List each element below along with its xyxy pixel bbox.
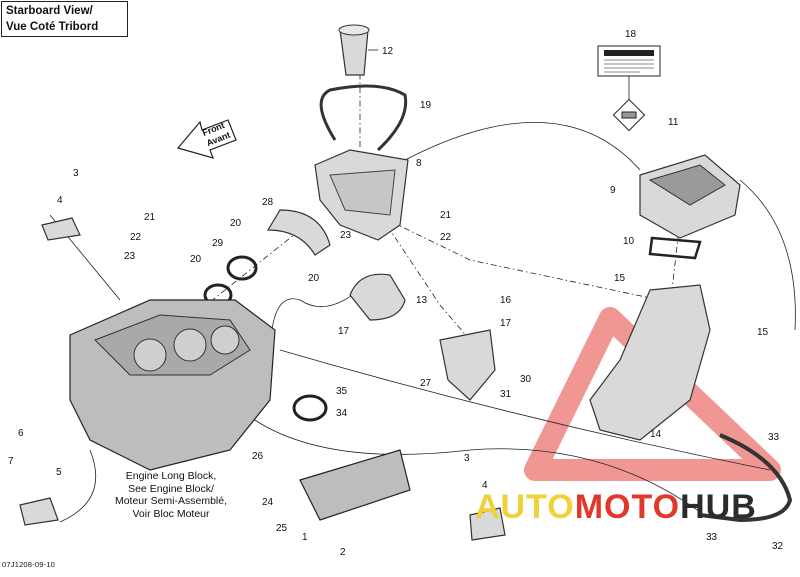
clamp-part-29 — [226, 255, 258, 281]
callout-17: 17 — [500, 318, 512, 329]
callout-labels: 12 19 18 11 8 9 3 4 21 22 23 20 28 29 20… — [8, 29, 784, 558]
center-line — [379, 214, 471, 341]
callout-24: 24 — [262, 497, 274, 508]
callout-8: 8 — [416, 158, 422, 169]
watermark-part2: MOTO — [574, 488, 681, 526]
callout-3: 3 — [73, 168, 79, 179]
callout-2: 2 — [340, 547, 346, 558]
callout-13: 13 — [416, 295, 428, 306]
callout-15b: 15 — [757, 327, 769, 338]
leader-line — [59, 449, 97, 523]
leader-line — [404, 121, 641, 171]
callout-28: 28 — [262, 197, 274, 208]
callout-6: 6 — [18, 428, 24, 439]
callout-3b: 3 — [464, 453, 470, 464]
callout-29: 29 — [212, 238, 224, 249]
front-arrow: Front Avant — [176, 119, 237, 159]
callout-23: 23 — [124, 251, 136, 262]
gasket-part-10 — [648, 236, 702, 260]
center-line — [199, 229, 301, 311]
engine-caption-line2: See Engine Block/ — [128, 482, 214, 495]
callout-33: 33 — [768, 432, 780, 443]
callout-35: 35 — [336, 386, 348, 397]
callout-23b: 23 — [340, 230, 352, 241]
engine-mount-right — [469, 507, 506, 541]
engine-mount-lower — [19, 497, 59, 526]
callout-34: 34 — [336, 408, 348, 419]
callout-7: 7 — [8, 456, 14, 467]
callout-5: 5 — [56, 467, 62, 478]
clamp-part-34 — [292, 394, 328, 422]
callout-21: 21 — [144, 212, 156, 223]
view-label-line2: Vue Coté Tribord — [6, 21, 99, 33]
callout-18: 18 — [625, 29, 637, 40]
callout-22b: 22 — [440, 232, 452, 243]
manifold-part-1 — [299, 449, 411, 521]
warning-label-part-18 — [597, 45, 661, 132]
engine-block — [69, 299, 276, 471]
leader-line — [269, 279, 371, 361]
callout-21b: 21 — [440, 210, 452, 221]
view-label: Starboard View/ Vue Coté Tribord — [1, 1, 128, 37]
callout-31: 31 — [500, 389, 512, 400]
callout-15: 15 — [614, 273, 626, 284]
engine-caption-line1: Engine Long Block, — [125, 470, 217, 482]
callout-33b: 33 — [706, 532, 718, 543]
callout-1: 1 — [302, 532, 308, 543]
engine-mount-left — [41, 217, 81, 241]
view-label-line1: Starboard View/ — [6, 5, 93, 17]
leader-line — [279, 349, 771, 471]
watermark-part3: HUB — [680, 488, 757, 526]
center-line — [671, 219, 681, 291]
callout-20b: 20 — [190, 254, 202, 265]
elbow-part-28 — [266, 209, 331, 256]
callout-4b: 4 — [482, 480, 488, 491]
callout-30: 30 — [520, 374, 532, 385]
hose-part-32 — [699, 433, 793, 523]
drawing-code: 07J1208-09-10 — [2, 560, 56, 569]
air-duct-part-14 — [589, 284, 711, 441]
center-line — [391, 221, 661, 301]
engine-caption: Engine Long Block, See Engine Block/ Mot… — [96, 470, 246, 520]
callout-12: 12 — [382, 46, 394, 57]
callout-20c: 20 — [308, 273, 320, 284]
engine-caption-line4: Voir Bloc Moteur — [132, 507, 210, 520]
leader-line — [739, 179, 796, 331]
bracket-part-27 — [439, 329, 496, 401]
hose-part-19 — [319, 84, 408, 152]
watermark-text: AUTOMOTOHUB — [475, 488, 757, 527]
callout-26: 26 — [252, 451, 264, 462]
callout-17b: 17 — [338, 326, 350, 337]
callout-19: 19 — [420, 100, 432, 111]
callout-11: 11 — [668, 117, 679, 128]
leader-line — [229, 399, 701, 513]
callout-25: 25 — [276, 523, 288, 534]
callout-16: 16 — [500, 295, 512, 306]
callout-32: 32 — [772, 541, 784, 552]
callout-27: 27 — [420, 378, 432, 389]
boot-part-13 — [349, 273, 406, 321]
callout-20: 20 — [230, 218, 242, 229]
callout-14: 14 — [650, 429, 662, 440]
coupler-part-12 — [338, 24, 378, 76]
callout-10: 10 — [623, 236, 635, 247]
engine-caption-line3: Moteur Semi-Assemblé, — [114, 495, 228, 507]
air-box-part-8 — [314, 149, 409, 241]
cover-part-9 — [639, 154, 741, 239]
watermark-part1: AUTO — [475, 488, 575, 526]
callout-4: 4 — [57, 195, 63, 206]
callout-22: 22 — [130, 232, 142, 243]
callout-9: 9 — [610, 185, 616, 196]
